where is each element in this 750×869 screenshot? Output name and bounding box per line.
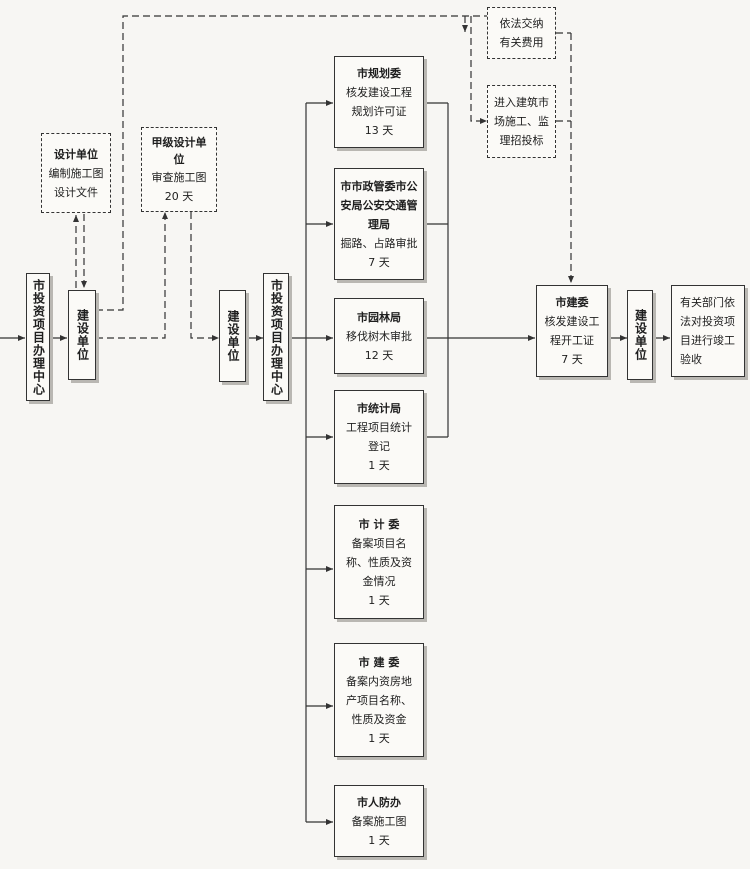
civil-defense-box: 市人防办 备案施工图 1 天 (334, 785, 424, 857)
garden-title: 市园林局 (357, 310, 401, 324)
construct-comm-days: 7 天 (561, 353, 583, 366)
statistics-line: 工程项目统计 (346, 421, 412, 434)
acceptance-box: 有关部门依 法对投资项 目进行竣工 验收 (671, 285, 745, 377)
construction-record-line: 产项目名称、 (346, 693, 412, 707)
plan-comm-line: 金情况 (362, 574, 396, 588)
fees-line: 依法交纳 (499, 17, 544, 30)
construct-comm-line: 核发建设工 (544, 315, 600, 328)
invest-center-2: 市投资项目办理中心 (263, 273, 289, 401)
planning-line: 核发建设工程 (346, 86, 412, 99)
fees-line: 有关费用 (499, 36, 544, 49)
construction-record-days: 1 天 (368, 731, 390, 745)
grade-a-design-title: 甲级设计单位 (151, 135, 207, 166)
design-unit-line: 编制施工图 (48, 166, 104, 180)
garden-line: 移伐树木审批 (346, 329, 412, 343)
statistics-title: 市统计局 (357, 402, 401, 415)
acceptance-line: 有关部门依 (680, 296, 735, 309)
plan-comm-line: 备案项目名 (351, 536, 407, 550)
design-unit-title: 设计单位 (54, 147, 98, 161)
construction-record-line: 性质及资金 (351, 712, 407, 726)
construction-record-line: 备案内资房地 (346, 674, 412, 688)
build-unit-1: 建设单位 (68, 290, 96, 380)
planning-line: 规划许可证 (351, 105, 407, 118)
planning-days: 13 天 (364, 124, 394, 137)
statistics-line: 登记 (368, 440, 390, 453)
unit1-top-route (96, 15, 490, 311)
construct-comm-line: 程开工证 (550, 334, 594, 347)
tender-line: 场施工、监 (494, 115, 549, 128)
plan-comm-title: 市 计 委 (358, 517, 400, 531)
build-unit-2: 建设单位 (219, 290, 246, 382)
design-unit-box: 设计单位 编制施工图 设计文件 (41, 133, 111, 213)
tender-line: 理招投标 (499, 134, 544, 147)
planning-commission-box: 市规划委 核发建设工程 规划许可证 13 天 (334, 56, 424, 148)
grade-a-design-days: 20 天 (164, 189, 194, 203)
plan-commission-box: 市 计 委 备案项目名 称、性质及资 金情况 1 天 (334, 505, 424, 619)
civil-defense-line: 备案施工图 (351, 814, 407, 828)
fees-box: 依法交纳 有关费用 (487, 7, 556, 59)
garden-days: 12 天 (364, 348, 394, 362)
invest-center-1: 市投资项目办理中心 (26, 273, 50, 401)
garden-bureau-box: 市园林局 移伐树木审批 12 天 (334, 298, 424, 374)
construction-commission-box: 市建委 核发建设工 程开工证 7 天 (536, 285, 608, 377)
build-unit-3: 建设单位 (627, 290, 653, 380)
statistics-days: 1 天 (368, 459, 390, 472)
tender-box: 进入建筑市 场施工、监 理招投标 (487, 85, 556, 158)
grade-a-design-box: 甲级设计单位 审查施工图 20 天 (141, 127, 217, 212)
unit1-to-grade-a (96, 212, 168, 339)
construct-comm-title: 市建委 (555, 296, 589, 309)
statistics-bureau-box: 市统计局 工程项目统计 登记 1 天 (334, 390, 424, 484)
fees-to-tender (470, 16, 487, 124)
acceptance-line: 法对投资项 (680, 315, 735, 328)
tender-line: 进入建筑市 (494, 96, 549, 109)
design-unit-line: 设计文件 (54, 185, 98, 199)
construction-record-box: 市 建 委 备案内资房地 产项目名称、 性质及资金 1 天 (334, 643, 424, 757)
construction-record-title: 市 建 委 (358, 655, 400, 669)
acceptance-line: 目进行竣工 (680, 334, 735, 347)
plan-comm-days: 1 天 (368, 593, 390, 607)
municipal-days: 7 天 (368, 255, 390, 269)
planning-title: 市规划委 (357, 67, 401, 80)
municipal-police-box: 市市政管委市公安局公安交通管理局 掘路、占路审批 7 天 (334, 168, 424, 280)
civil-defense-title: 市人防办 (357, 795, 401, 809)
municipal-line: 掘路、占路审批 (340, 236, 418, 250)
civil-defense-days: 1 天 (368, 833, 390, 847)
grade-a-to-unit2 (190, 212, 219, 341)
plan-comm-line: 称、性质及资 (346, 555, 412, 569)
acceptance-line: 验收 (680, 353, 702, 366)
grade-a-design-line: 审查施工图 (151, 170, 207, 184)
municipal-title: 市市政管委市公安局公安交通管理局 (340, 179, 418, 231)
